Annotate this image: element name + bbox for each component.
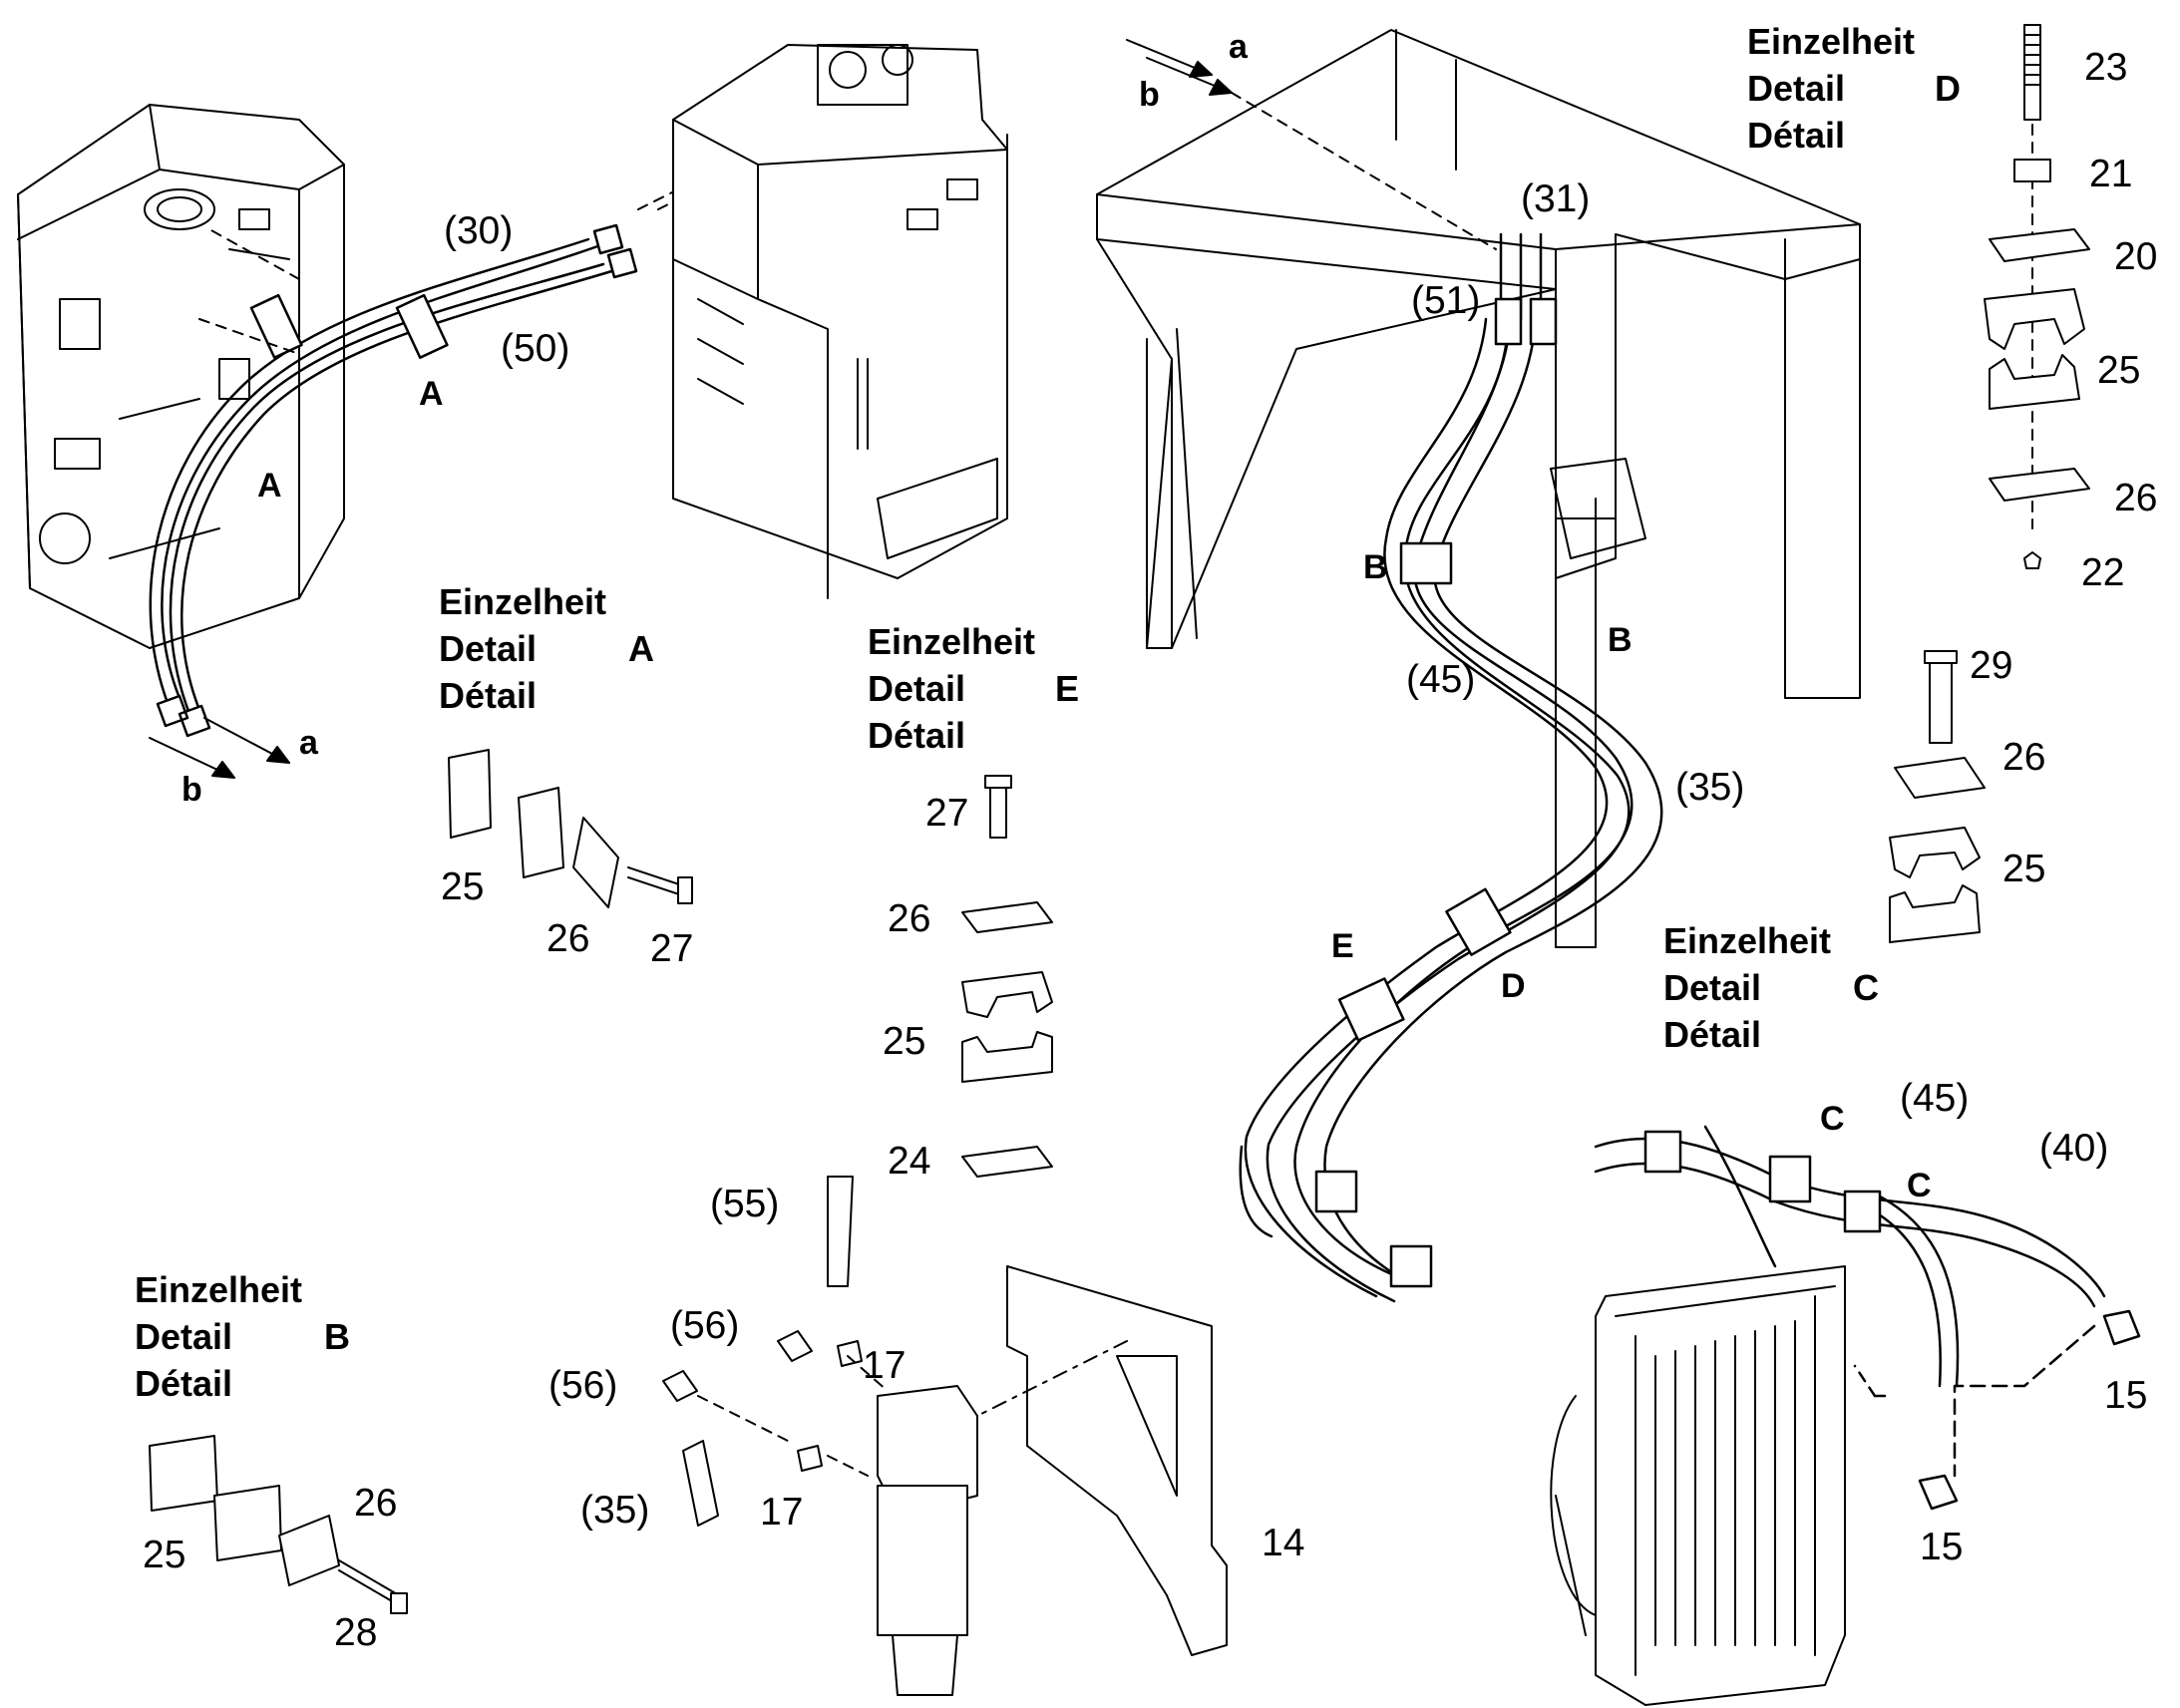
part-number-21: 21 [2089, 153, 2133, 195]
fuel-filter-assembly [662, 1176, 1228, 1696]
flow-marker-b: b [1139, 76, 1160, 114]
detail-e-parts [961, 775, 1053, 1178]
heading-line-detail-fr: Détail [1747, 115, 1846, 156]
part-number-28: 28 [334, 1611, 378, 1654]
part-number-26: 26 [888, 897, 931, 940]
clamp-tag-d: D [1501, 967, 1526, 1005]
hose-ref-56: (56) [548, 1364, 618, 1407]
part-number-25: 25 [2097, 349, 2141, 392]
right-hose-bundle [1239, 232, 1663, 1303]
heading-line-einzelheit: Einzelheit [1747, 21, 1916, 62]
detail-c-parts [1889, 650, 1986, 943]
part-number-20: 20 [2114, 235, 2158, 278]
hose-ref-50: (50) [501, 327, 570, 370]
detail-letter-a: A [628, 628, 654, 669]
clamp-tag-e: E [1331, 927, 1354, 965]
left-fuel-tank [17, 104, 345, 649]
part-number-22: 22 [2081, 551, 2125, 594]
part-number-15: 15 [2104, 1374, 2148, 1417]
flow-marker-a: a [1229, 28, 1248, 66]
hose-ref-56: (56) [670, 1304, 740, 1347]
detail-a-parts [448, 749, 693, 908]
top-right-frame [1096, 29, 1861, 948]
heading-line-einzelheit: Einzelheit [439, 581, 607, 622]
heading-line-detail-fr: Détail [1663, 1014, 1762, 1055]
detail-d-parts [1984, 24, 2090, 569]
heading-line-detail: Detail [1663, 967, 1762, 1008]
heading-line-einzelheit: Einzelheit [135, 1269, 303, 1310]
hose-ref-35: (35) [1675, 766, 1745, 809]
part-number-17: 17 [760, 1491, 804, 1534]
detail-heading-d: Einzelheit Detail Détail [1747, 18, 1915, 159]
hose-ref-45: (45) [1406, 658, 1476, 701]
part-number-26: 26 [546, 917, 590, 960]
heading-line-detail-fr: Détail [439, 675, 538, 716]
clamp-tag-a: A [257, 467, 282, 505]
left-hose-pair [149, 223, 638, 738]
flow-marker-b: b [182, 771, 202, 809]
heading-line-detail-fr: Détail [868, 715, 966, 756]
heading-line-detail: Detail [1747, 68, 1846, 109]
clamp-tag-b: B [1608, 621, 1633, 659]
left-flow-arrows [149, 717, 290, 779]
part-number-26: 26 [354, 1482, 398, 1525]
radiator-hoses [1594, 1125, 2141, 1511]
detail-heading-e: Einzelheit Detail Détail [868, 618, 1035, 759]
clamp-tag-c: C [1907, 1167, 1932, 1204]
heading-line-einzelheit: Einzelheit [868, 621, 1036, 662]
hose-ref-51: (51) [1411, 279, 1481, 322]
center-tank [672, 44, 1008, 599]
detail-heading-c: Einzelheit Detail Détail [1663, 917, 1831, 1058]
detail-heading-b: Einzelheit Detail Détail [135, 1266, 302, 1407]
detail-heading-a: Einzelheit Detail Détail [439, 578, 606, 719]
detail-letter-d: D [1935, 68, 1961, 109]
heading-line-einzelheit: Einzelheit [1663, 920, 1832, 961]
part-number-24: 24 [888, 1140, 931, 1183]
right-flow-arrows [1126, 39, 1497, 250]
part-number-27: 27 [650, 927, 694, 970]
flow-marker-a: a [299, 724, 318, 762]
part-number-17: 17 [863, 1344, 907, 1387]
hose-ref-40: (40) [2039, 1127, 2109, 1170]
clamp-tag-a: A [419, 375, 444, 413]
hose-ref-45: (45) [1900, 1077, 1970, 1120]
detail-letter-e: E [1055, 668, 1080, 709]
part-number-26: 26 [2002, 736, 2046, 779]
part-number-27: 27 [925, 792, 969, 835]
part-number-14: 14 [1262, 1522, 1305, 1564]
detail-letter-c: C [1853, 967, 1879, 1008]
heading-line-detail: Detail [868, 668, 966, 709]
heading-line-detail: Detail [135, 1316, 233, 1357]
part-number-25: 25 [883, 1020, 926, 1063]
part-number-25: 25 [2002, 848, 2046, 890]
part-number-25: 25 [143, 1534, 186, 1576]
part-number-25: 25 [441, 865, 485, 908]
heading-line-detail: Detail [439, 628, 538, 669]
part-number-26: 26 [2114, 477, 2158, 519]
hose-ref-30: (30) [444, 209, 514, 252]
clamp-tag-c: C [1820, 1100, 1845, 1138]
hose-ref-31: (31) [1521, 177, 1591, 220]
hose-ref-35: (35) [580, 1489, 650, 1532]
part-number-29: 29 [1970, 644, 2013, 687]
radiator-assembly [1550, 1265, 1846, 1706]
detail-letter-b: B [324, 1316, 350, 1357]
part-number-15: 15 [1920, 1526, 1964, 1568]
hose-ref-55: (55) [710, 1183, 780, 1225]
part-number-23: 23 [2084, 46, 2128, 89]
heading-line-detail-fr: Détail [135, 1363, 233, 1404]
clamp-tag-b: B [1363, 548, 1388, 586]
detail-b-parts [149, 1435, 408, 1614]
